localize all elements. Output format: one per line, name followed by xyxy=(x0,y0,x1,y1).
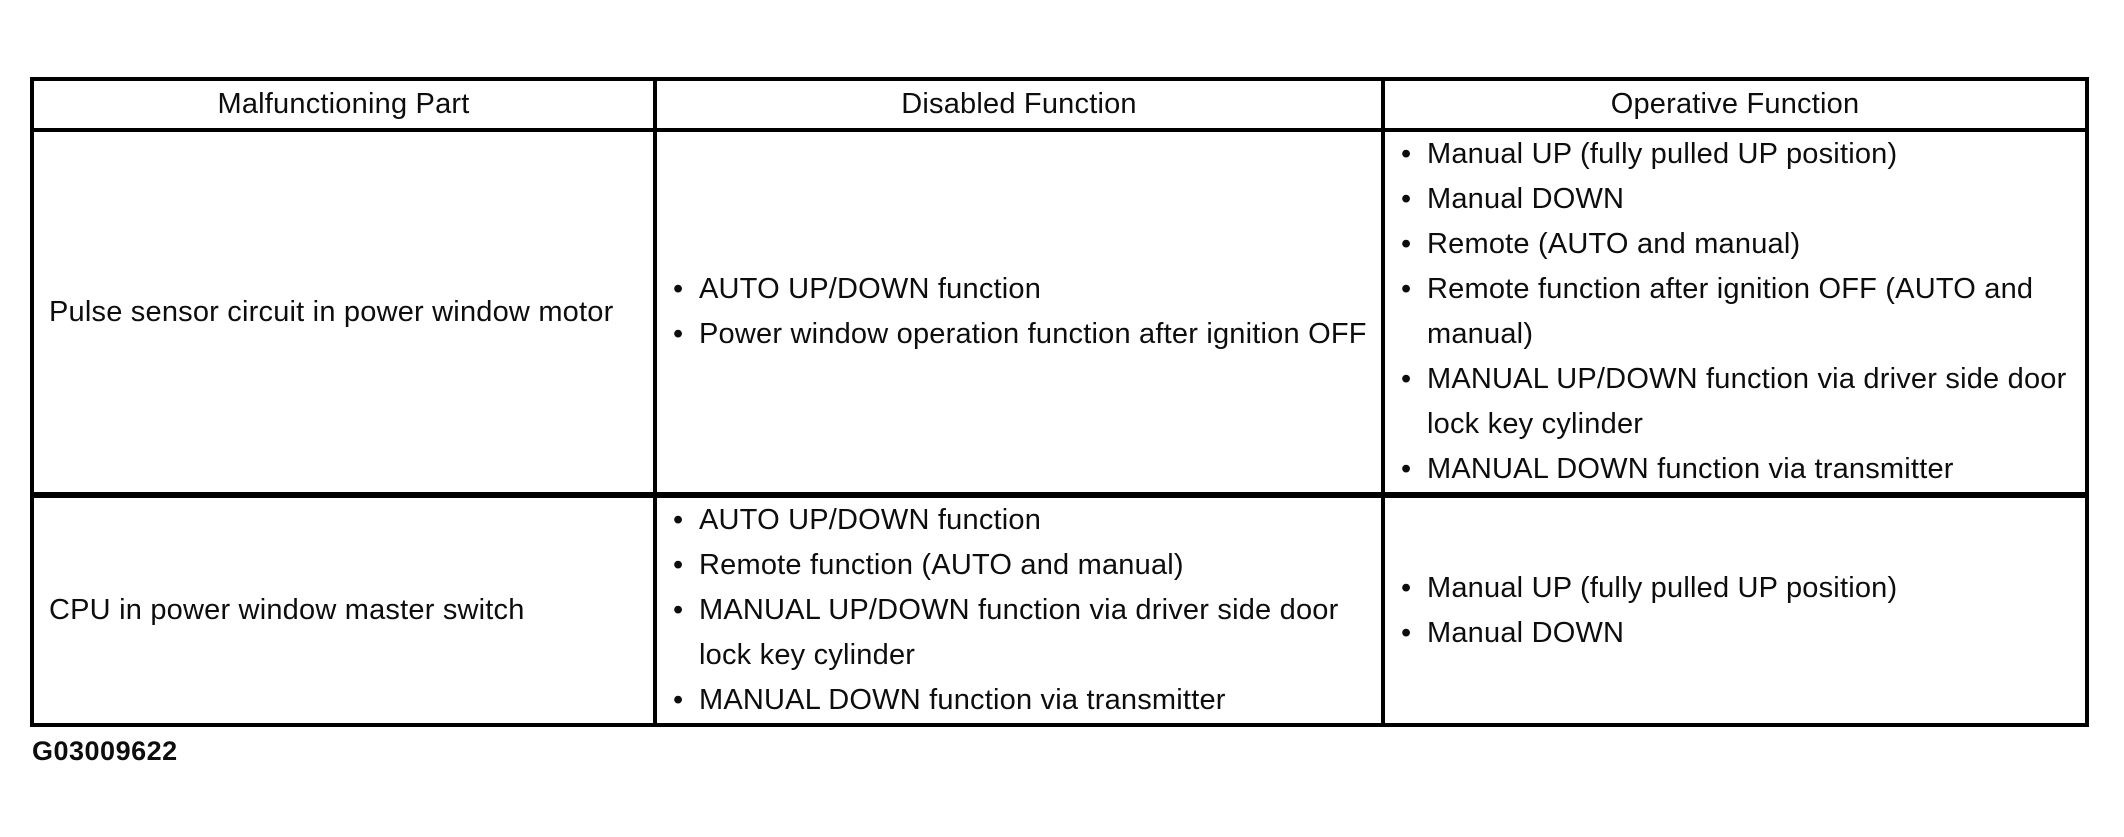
list-item: • Power window operation function after … xyxy=(669,312,1373,357)
list-item-text: Manual UP (fully pulled UP position) xyxy=(1427,571,1898,604)
bullet-icon: • xyxy=(673,594,684,626)
list-item: • AUTO UP/DOWN function xyxy=(669,267,1373,312)
bullet-icon: • xyxy=(1401,616,1412,649)
list-item: • Manual UP (fully pulled UP position) xyxy=(1397,566,2077,611)
disabled-cell-pulse-sensor: • AUTO UP/DOWN function • Power window o… xyxy=(653,128,1385,497)
column-header-malfunctioning-part: Malfunctioning Part xyxy=(30,77,657,132)
list-item: • MANUAL DOWN function via transmitter xyxy=(669,678,1373,723)
list-item: • Manual UP (fully pulled UP position) xyxy=(1397,132,2077,177)
operative-cell-pulse-sensor: • Manual UP (fully pulled UP position) •… xyxy=(1381,128,2089,497)
list-item: • MANUAL UP/DOWN function via driver sid… xyxy=(669,588,1373,678)
list-item-text: Remote function (AUTO and manual) xyxy=(699,549,1184,581)
list-item: • Remote function (AUTO and manual) xyxy=(669,543,1373,588)
list-item-text: MANUAL UP/DOWN function via driver side … xyxy=(1427,363,2067,440)
diagnostic-table: Malfunctioning Part Disabled Function Op… xyxy=(30,77,2089,727)
list-item-text: MANUAL DOWN function via transmitter xyxy=(1427,453,1954,485)
bullet-icon: • xyxy=(673,318,684,350)
figure-id-label: G03009622 xyxy=(32,736,178,766)
bullet-icon: • xyxy=(1401,363,1412,395)
operative-cell-cpu-master-switch: • Manual UP (fully pulled UP position) •… xyxy=(1381,492,2089,727)
list-item-text: MANUAL UP/DOWN function via driver side … xyxy=(699,594,1339,671)
bullet-icon: • xyxy=(1401,453,1412,485)
list-item-text: Remote (AUTO and manual) xyxy=(1427,228,1801,260)
table-row-pulse-sensor: Pulse sensor circuit in power window mot… xyxy=(30,128,2089,497)
list-item: • Remote (AUTO and manual) xyxy=(1397,222,2077,267)
list-item-text: Manual UP (fully pulled UP position) xyxy=(1427,138,1898,170)
bullet-icon: • xyxy=(1401,138,1412,170)
bullet-icon: • xyxy=(673,684,684,716)
column-header-disabled-function: Disabled Function xyxy=(653,77,1385,132)
list-item-text: Manual DOWN xyxy=(1427,616,1625,649)
bullet-icon: • xyxy=(673,504,684,536)
list-item-text: MANUAL DOWN function via transmitter xyxy=(699,684,1226,716)
list-item-text: Manual DOWN xyxy=(1427,183,1625,215)
list-item: • Remote function after ignition OFF (AU… xyxy=(1397,267,2077,357)
list-item-text: AUTO UP/DOWN function xyxy=(699,504,1042,536)
part-cell-pulse-sensor: Pulse sensor circuit in power window mot… xyxy=(30,128,657,497)
list-item: • MANUAL UP/DOWN function via driver sid… xyxy=(1397,357,2077,447)
bullet-icon: • xyxy=(673,549,684,581)
disabled-cell-cpu-master-switch: • AUTO UP/DOWN function • Remote functio… xyxy=(653,492,1385,727)
operative-function-list: • Manual UP (fully pulled UP position) •… xyxy=(1397,566,2077,656)
disabled-function-list: • AUTO UP/DOWN function • Power window o… xyxy=(669,267,1373,357)
table-row-cpu-master-switch: CPU in power window master switch • AUTO… xyxy=(30,492,2089,727)
part-cell-cpu-master-switch: CPU in power window master switch xyxy=(30,492,657,727)
bullet-icon: • xyxy=(1401,273,1412,305)
bullet-icon: • xyxy=(673,273,684,305)
disabled-function-list: • AUTO UP/DOWN function • Remote functio… xyxy=(669,498,1373,723)
bullet-icon: • xyxy=(1401,183,1412,215)
column-header-operative-function: Operative Function xyxy=(1381,77,2089,132)
bullet-icon: • xyxy=(1401,571,1412,604)
list-item: • AUTO UP/DOWN function xyxy=(669,498,1373,543)
bullet-icon: • xyxy=(1401,228,1412,260)
list-item: • MANUAL DOWN function via transmitter xyxy=(1397,447,2077,492)
list-item-text: Remote function after ignition OFF (AUTO… xyxy=(1427,273,2034,350)
list-item-text: AUTO UP/DOWN function xyxy=(699,273,1042,305)
list-item: • Manual DOWN xyxy=(1397,177,2077,222)
list-item-text: Power window operation function after ig… xyxy=(699,318,1367,350)
operative-function-list: • Manual UP (fully pulled UP position) •… xyxy=(1397,132,2077,492)
list-item: • Manual DOWN xyxy=(1397,611,2077,656)
header-row: Malfunctioning Part Disabled Function Op… xyxy=(30,77,2089,132)
